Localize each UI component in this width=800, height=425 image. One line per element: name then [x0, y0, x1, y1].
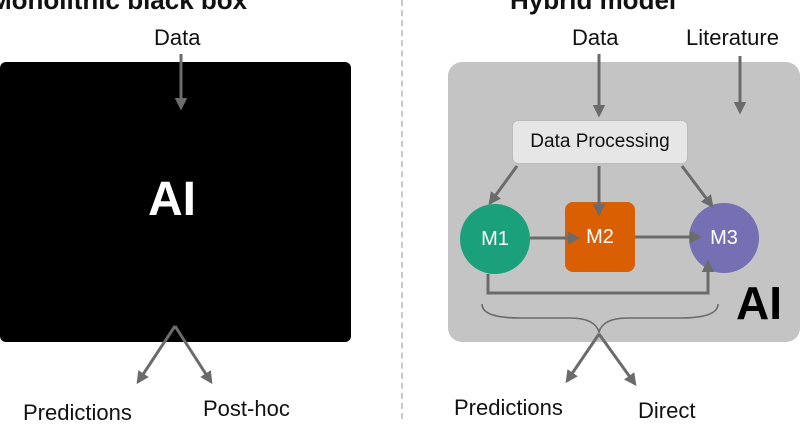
data-processing-label: Data Processing — [530, 131, 670, 152]
black-box-ai-label: AI — [148, 173, 196, 226]
right-direct-label: Direct — [638, 398, 696, 423]
hybrid-ai-label: AI — [736, 277, 782, 329]
literature-label: Literature — [686, 25, 779, 50]
left-data-label: Data — [154, 25, 201, 50]
data-processing-box: Data Processing — [512, 120, 688, 164]
right-predictions-arrow — [565, 333, 601, 384]
left-posthoc-arrow — [173, 325, 213, 385]
left-predictions-arrow — [136, 325, 177, 385]
right-predictions-label: Predictions — [454, 395, 563, 420]
left-posthoc-label: Post-hoc — [203, 396, 290, 421]
left-predictions-label: Predictions — [23, 400, 132, 425]
right-data-label: Data — [572, 25, 619, 50]
right-panel-title: Hybrid model — [510, 0, 677, 15]
panel-divider — [401, 0, 403, 419]
right-direct-arrow — [597, 333, 637, 387]
model-m3-label: M3 — [710, 226, 738, 249]
model-m2-label: M2 — [586, 225, 614, 248]
dp-to-m1-arrow — [488, 165, 519, 206]
dp-to-m3-arrow — [680, 165, 714, 209]
model-m1-label: M1 — [481, 227, 509, 250]
left-panel-title: Monolithic black box — [0, 0, 248, 15]
output-brace — [481, 303, 719, 335]
model-m1-node: M1 — [460, 204, 530, 274]
m1-to-m3-bypass-arrow — [486, 259, 715, 295]
